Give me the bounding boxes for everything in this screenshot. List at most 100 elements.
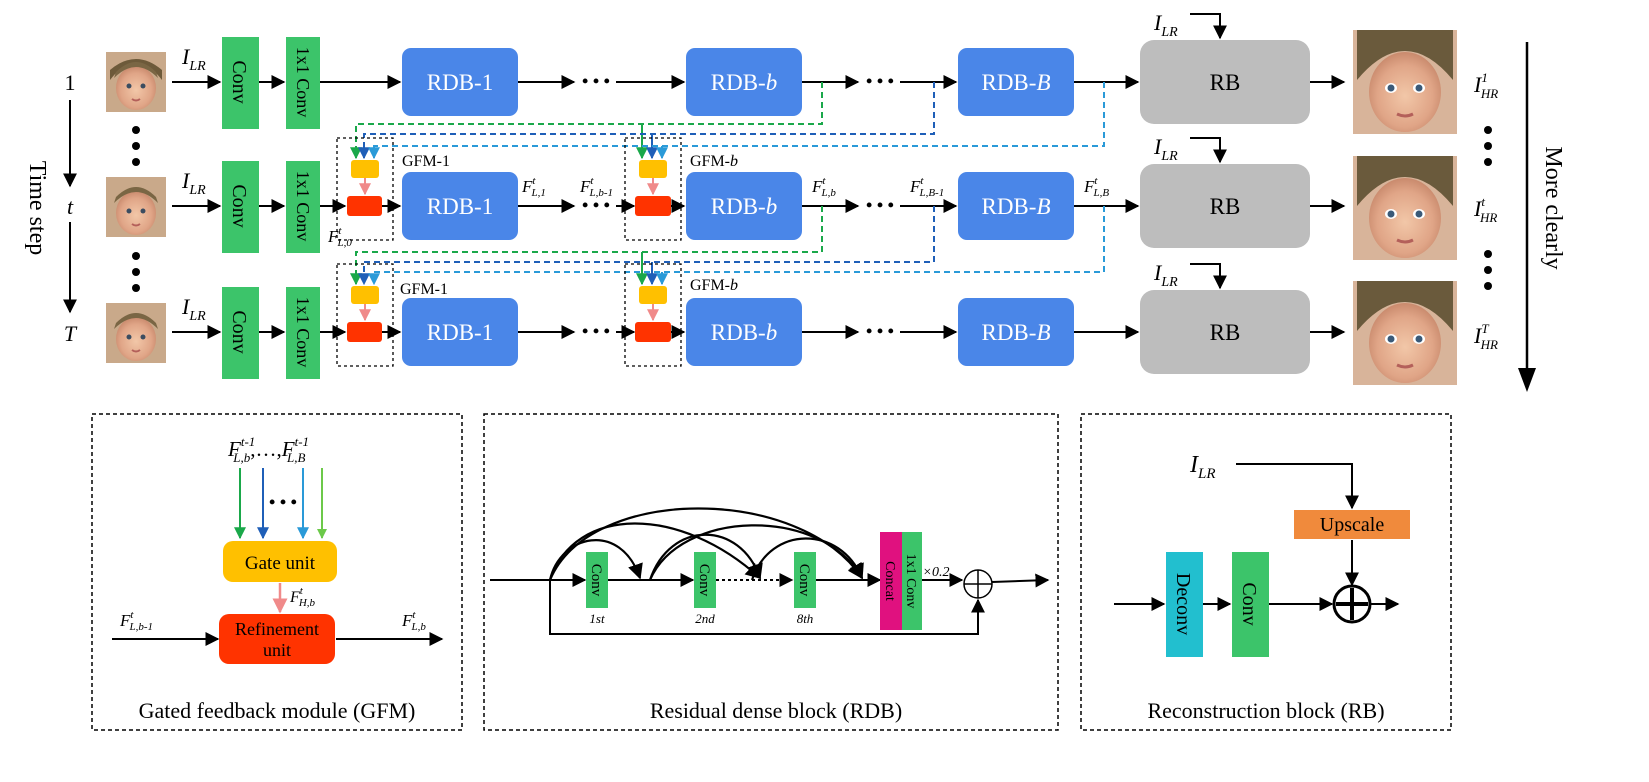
rdb-conv-2nd-label: Conv (696, 564, 712, 597)
time-step-label: Time step (24, 161, 50, 255)
rdb-1-label-1: RDB-1 (427, 70, 493, 95)
rdb-b-t (686, 172, 802, 240)
rb-input-arrow (1190, 137, 1227, 164)
rb-input-arrow (1190, 13, 1227, 40)
rdb-B-1 (958, 48, 1074, 116)
rdb-conv1x1-label: 1x1 Conv (903, 554, 918, 609)
more-clearly-label: More clearly (1540, 146, 1566, 269)
rb-panel: Reconstruction block (RB) ILR Upscale De… (1080, 413, 1452, 731)
rb-label-1: RB (1210, 70, 1241, 95)
rb-sum-icon (1332, 584, 1372, 624)
gfm-box-t-1 (336, 137, 394, 241)
rdb-b-label-T: RDB-b (711, 320, 777, 345)
rdb-conv-8th-label: Conv (796, 564, 812, 597)
time-axis: 1 t T Time step (24, 70, 78, 346)
rdb-1-label-T: RDB-1 (427, 320, 493, 345)
output-vertical-dots (1484, 126, 1492, 290)
conv1x1-label-t: 1x1 Conv (293, 171, 313, 242)
gfm-caption: Gated feedback module (GFM) (139, 698, 416, 723)
input-label-1: ILR (181, 44, 206, 74)
conv1x1-label-T: 1x1 Conv (293, 297, 313, 368)
gate-unit-label: Gate unit (245, 553, 316, 574)
rb-label-T: RB (1210, 320, 1241, 345)
refine-unit-T-1 (347, 322, 382, 342)
rdb-conv-caption-3: 8th (797, 611, 814, 626)
refinement-unit-label-1: Refinement (235, 619, 319, 639)
rb-caption: Reconstruction block (RB) (1147, 698, 1384, 723)
gate-unit-t-b (639, 160, 667, 178)
rdb-conv1x1 (902, 532, 922, 630)
refinement-unit-label-2: unit (263, 640, 291, 660)
gfm-boxes (336, 137, 682, 367)
gfm-box-t-b (624, 137, 682, 241)
conv-label-T: Conv (228, 310, 250, 353)
input-images (106, 52, 166, 363)
conv-block-1 (222, 37, 259, 129)
input-face-t (106, 177, 166, 237)
rb-block-1 (1140, 40, 1310, 124)
rb-input-label-t: ILR (1153, 134, 1178, 164)
conv-label-1: Conv (228, 60, 250, 103)
output-face-T (1353, 281, 1457, 385)
rdb-1-label-t: RDB-1 (427, 194, 493, 219)
rdb-B-t (958, 172, 1074, 240)
rb-conv (1232, 552, 1269, 657)
rdb-b-T (686, 298, 802, 366)
gate-unit-T-b (639, 286, 667, 304)
gfm-labels: GFM-1 GFM-b GFM-1 GFM-b (400, 153, 738, 298)
rdb-B-T (958, 298, 1074, 366)
input-label-T: ILR (181, 294, 206, 324)
gate-unit-T-1 (351, 286, 379, 304)
rdb-b-label-1: RDB-b (711, 70, 777, 95)
refinement-unit (219, 614, 335, 664)
conv1x1-block-t (286, 161, 320, 253)
output-face-t (1353, 156, 1457, 260)
rdb-panel: Residual dense block (RDB) Conv Conv Con… (483, 413, 1059, 731)
rdb-conv-2nd (694, 552, 716, 608)
ellipsis-1-T: • • • (582, 321, 610, 341)
conv-block-T (222, 287, 259, 379)
conv-label-t: Conv (228, 184, 250, 227)
conv1x1-block-T (286, 287, 320, 379)
rdb-concat-label: Concat (882, 561, 897, 601)
rdb-B-label-t: RDB-B (981, 194, 1050, 219)
ellipsis-2-1: • • • (866, 71, 894, 91)
gfm-ellipsis: • • • (269, 492, 297, 512)
input-face-1 (106, 52, 166, 112)
rdb-scale-label: ×0.2 (923, 565, 950, 580)
gfm-label-T-1: GFM-1 (400, 281, 448, 298)
gfm-box-T-b (624, 263, 682, 367)
time-label-1: 1 (65, 70, 76, 95)
rb-block-T (1140, 290, 1310, 374)
gfm-label-T-b: GFM-b (690, 277, 738, 294)
rdb-B-label-1: RDB-B (981, 70, 1050, 95)
conv1x1-block-1 (286, 37, 320, 129)
rdb-conv-1st-label: Conv (588, 564, 604, 597)
rdb-1-t (402, 172, 518, 240)
time-label-t: t (67, 194, 74, 219)
refine-unit-T-b (635, 322, 671, 342)
rdb-conv-caption-1: 1st (589, 611, 605, 626)
rb-deconv-label: Deconv (1172, 573, 1194, 635)
output-face-1 (1353, 30, 1457, 134)
conv-block-t (222, 161, 259, 253)
gfm-box-T-1 (336, 263, 394, 367)
rb-input-label: ILR (1189, 452, 1216, 482)
rb-conv-label: Conv (1238, 582, 1260, 625)
rb-upscale-label: Upscale (1320, 514, 1385, 536)
ellipsis-2-t: • • • (866, 195, 894, 215)
